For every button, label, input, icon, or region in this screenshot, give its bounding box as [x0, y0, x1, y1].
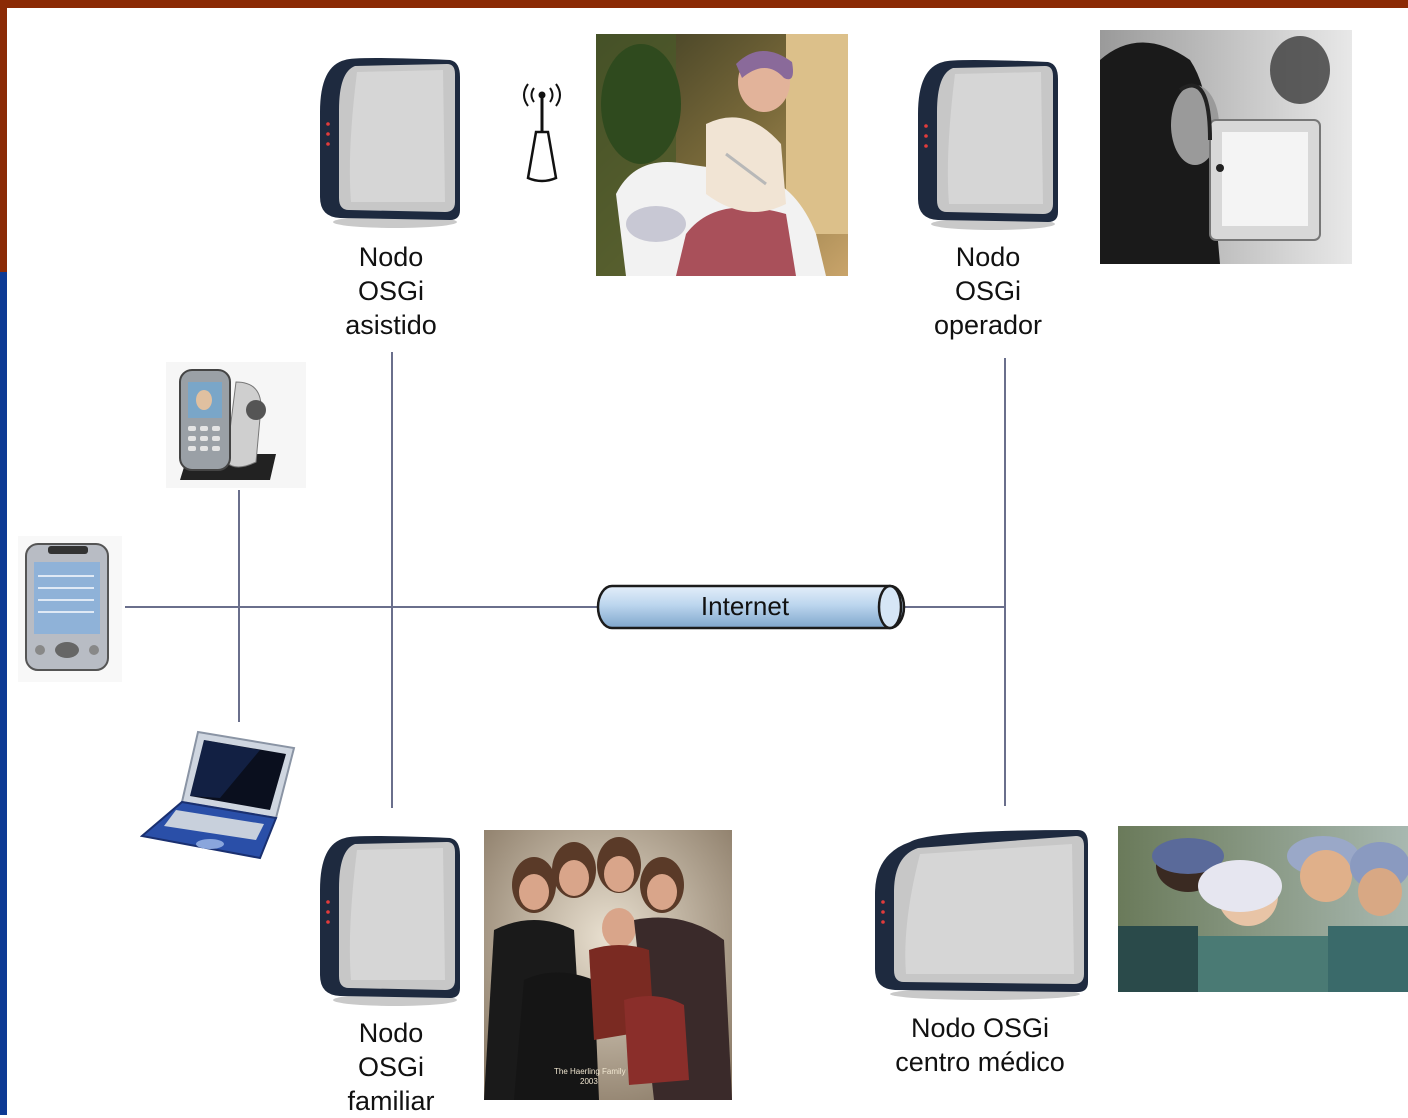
- router-familiar-icon: [320, 836, 460, 1006]
- router-asistido-icon: [320, 58, 460, 228]
- frame-left-blue-bar: [0, 272, 7, 1115]
- router-medico-icon: [875, 830, 1088, 1000]
- family-caption-line2: 2003: [580, 1077, 598, 1086]
- node-medico-label: Nodo OSGi centro médico: [895, 1013, 1065, 1077]
- node-asistido-label: Nodo OSGi asistido: [345, 242, 437, 340]
- node-operador-label: Nodo OSGi operador: [933, 242, 1043, 340]
- internet-label: Internet: [700, 591, 790, 621]
- internet-tube-icon: [596, 584, 906, 630]
- antenna-icon: [523, 83, 561, 183]
- medical-staff-photo: [1118, 826, 1408, 992]
- call-center-operator-photo: [1100, 30, 1352, 264]
- pda-icon: [18, 536, 122, 682]
- videophone-icon: [166, 362, 306, 488]
- node-familiar-label: Nodo OSGi familiar: [347, 1018, 435, 1116]
- family-portrait-photo: The Haerling Family 2003: [484, 830, 732, 1100]
- frame-top-bar: [0, 0, 1408, 8]
- family-caption-line1: The Haerling Family: [554, 1067, 626, 1076]
- router-operador-icon: [918, 60, 1058, 230]
- elderly-woman-photo: [596, 34, 848, 276]
- laptop-icon: [140, 730, 296, 860]
- frame-left-red-bar: [0, 0, 7, 272]
